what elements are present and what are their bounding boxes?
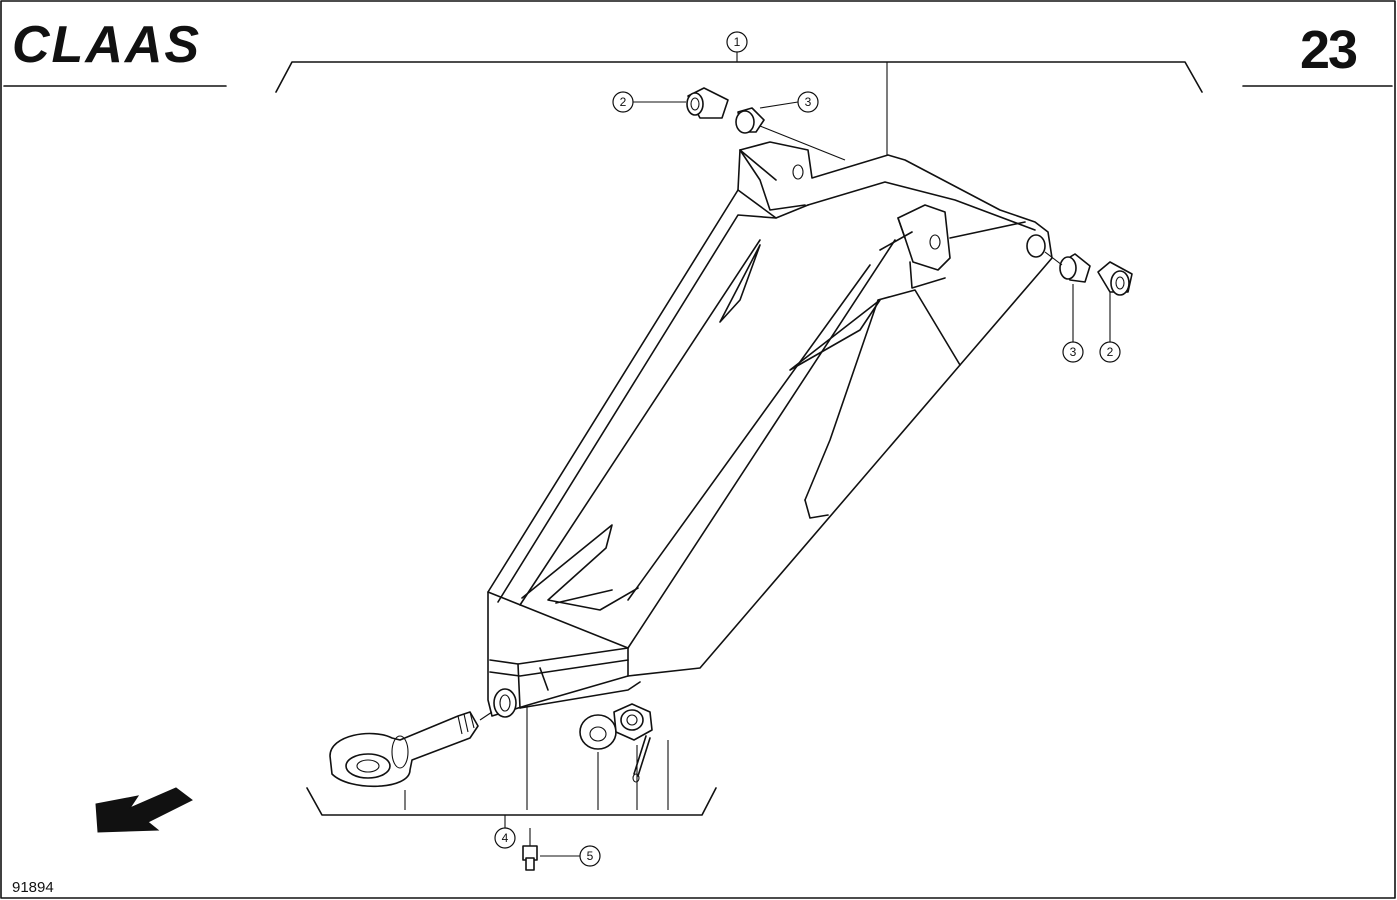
svg-text:5: 5 <box>587 849 594 863</box>
svg-text:4: 4 <box>502 831 509 845</box>
callout-3-right: 3 <box>1062 284 1084 363</box>
split-pin <box>632 735 651 783</box>
bushing-2-top <box>686 87 729 119</box>
svg-text:2: 2 <box>1107 345 1114 359</box>
callout-4: 4 <box>494 827 516 849</box>
callout-1: 1 <box>726 31 748 53</box>
eye-bolt <box>329 711 479 788</box>
group-bracket-4 <box>306 700 717 828</box>
callout-2-top: 2 <box>612 91 686 113</box>
callout-2-right: 2 <box>1099 292 1121 363</box>
bushing-2-right <box>1097 261 1133 296</box>
bushing-3-right <box>1059 253 1091 283</box>
svg-text:1: 1 <box>734 35 741 49</box>
svg-text:2: 2 <box>620 95 627 109</box>
callout-5: 5 <box>540 845 601 867</box>
castle-nut <box>613 703 653 741</box>
arrow-down-left-icon <box>95 787 193 833</box>
svg-text:3: 3 <box>805 95 812 109</box>
group-bracket-1 <box>275 50 1203 160</box>
svg-text:3: 3 <box>1070 345 1077 359</box>
callout-3-top: 3 <box>759 91 819 113</box>
drawbar-frame <box>487 141 1053 718</box>
page-number: 23 <box>1300 20 1357 80</box>
grease-nipple <box>522 828 538 871</box>
bushing-3-top <box>735 107 765 134</box>
drawing-number: 91894 <box>12 879 54 896</box>
brand-logo: CLAAS <box>12 16 201 74</box>
washer <box>579 714 617 750</box>
